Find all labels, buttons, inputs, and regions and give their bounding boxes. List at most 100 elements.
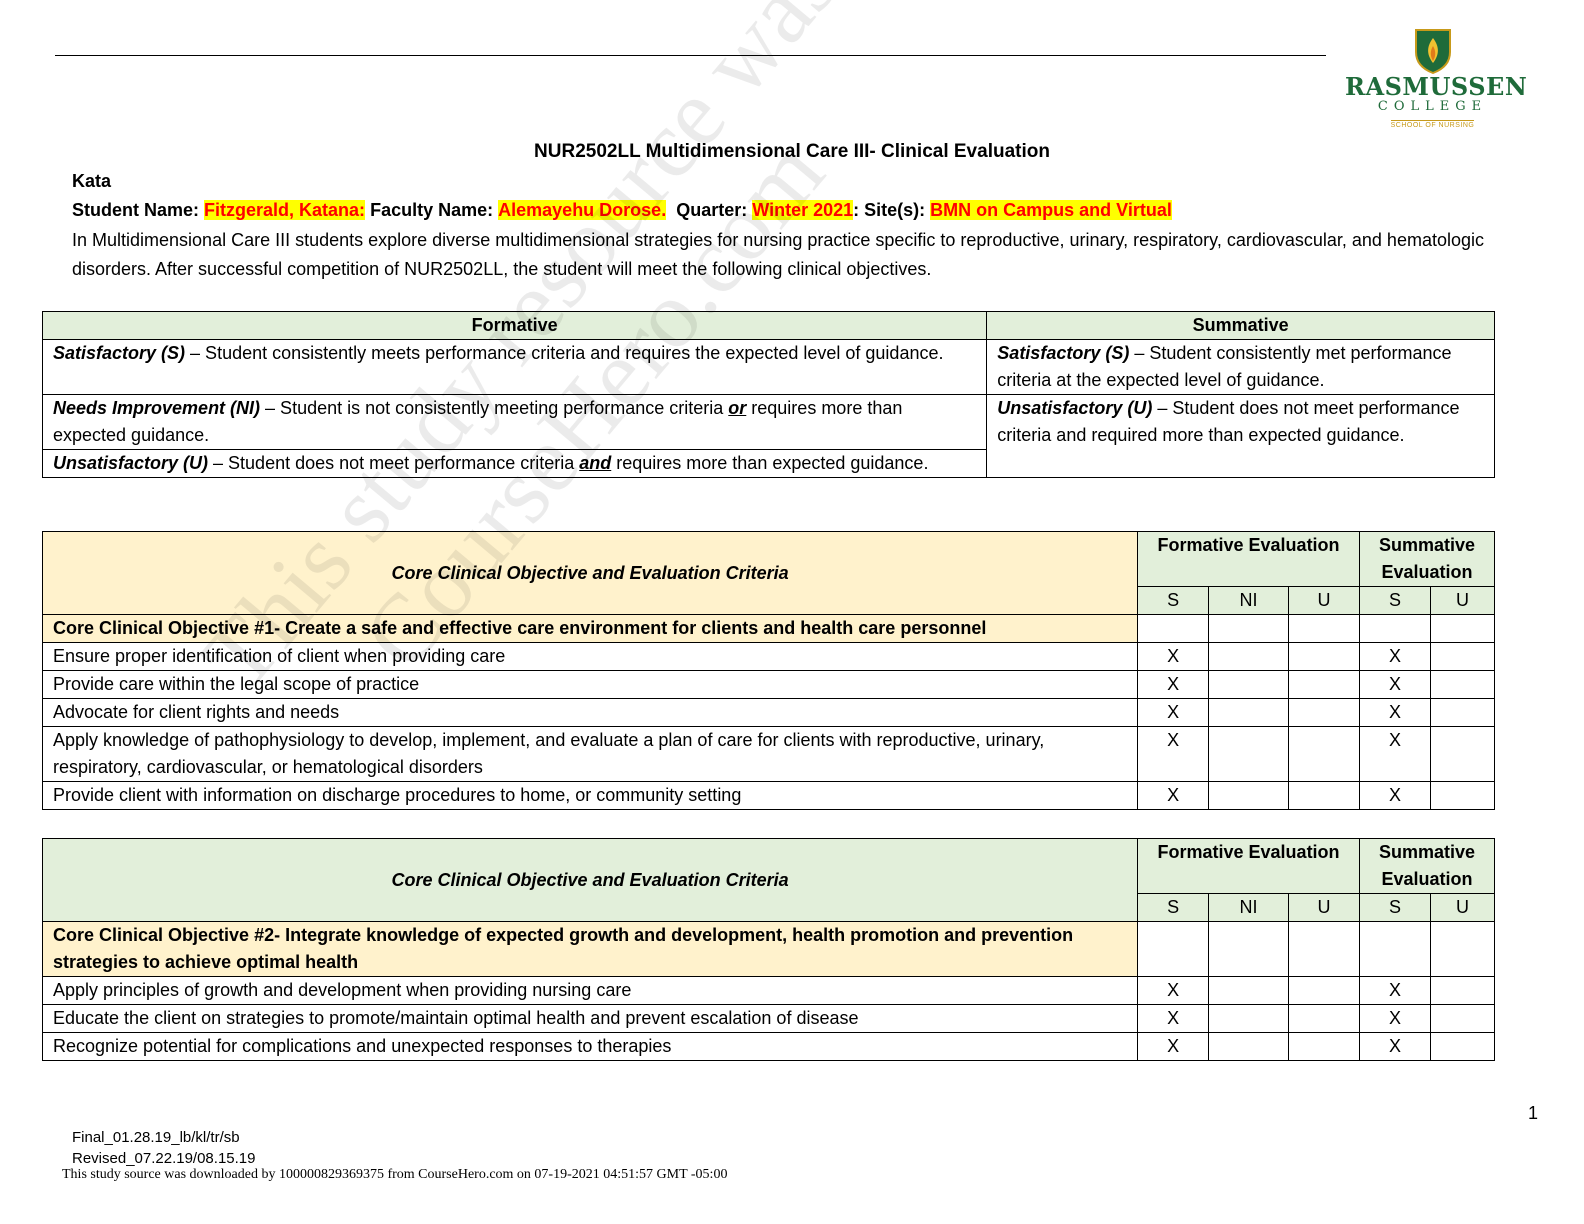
summative-header: Summative bbox=[986, 311, 1495, 340]
mark-formative-ni bbox=[1208, 976, 1290, 1005]
shield-icon bbox=[1414, 29, 1451, 74]
mark-summative-u bbox=[1429, 781, 1496, 810]
mark-summative-s: X bbox=[1358, 781, 1431, 810]
objective-1-title: Core Clinical Objective #1- Create a saf… bbox=[41, 614, 1139, 643]
mark-formative-u bbox=[1288, 1004, 1360, 1033]
col-summative-s: S bbox=[1358, 586, 1431, 615]
table-row: Ensure proper identification of client w… bbox=[41, 642, 1496, 671]
formative-unsatisfactory: Unsatisfactory (U) – Student does not me… bbox=[41, 449, 988, 478]
mark-formative-u bbox=[1288, 1032, 1360, 1061]
table-row: Advocate for client rights and needs X X bbox=[41, 698, 1496, 727]
col-formative-u: U bbox=[1288, 893, 1360, 922]
student-info-line: Student Name: Fitzgerald, Katana: Facult… bbox=[72, 196, 1172, 224]
table-row: Provide client with information on disch… bbox=[41, 781, 1496, 810]
mark-formative-u bbox=[1288, 781, 1360, 810]
mark-formative-u bbox=[1288, 976, 1360, 1005]
col-summative-u: U bbox=[1429, 586, 1496, 615]
grading-legend-table: Formative Summative Satisfactory (S) – S… bbox=[41, 311, 1495, 478]
table-row: Educate the client on strategies to prom… bbox=[41, 1004, 1496, 1033]
revised-version: Revised_07.22.19/08.15.19 bbox=[72, 1150, 256, 1167]
criterion-text: Recognize potential for complications an… bbox=[41, 1032, 1139, 1061]
col-formative-s: S bbox=[1137, 586, 1210, 615]
page-title: NUR2502LL Multidimensional Care III- Cli… bbox=[534, 141, 1050, 162]
formative-header: Formative bbox=[41, 311, 988, 340]
mark-summative-u bbox=[1429, 1004, 1496, 1033]
final-version: Final_01.28.19_lb/kl/tr/sb bbox=[72, 1129, 240, 1146]
summative-satisfactory: Satisfactory (S) – Student consistently … bbox=[986, 339, 1495, 395]
mark-summative-u bbox=[1429, 976, 1496, 1005]
formative-needs-improvement: Needs Improvement (NI) – Student is not … bbox=[41, 394, 988, 450]
summative-evaluation-header: Summative Evaluation bbox=[1358, 531, 1496, 587]
logo-college: COLLEGE bbox=[1377, 99, 1488, 114]
formative-evaluation-header: Formative Evaluation bbox=[1137, 531, 1360, 587]
criterion-text: Ensure proper identification of client w… bbox=[41, 642, 1139, 671]
mark-formative-s: X bbox=[1137, 976, 1210, 1005]
faculty-name-value: Alemayehu Dorose. bbox=[498, 200, 667, 220]
mark-summative-s: X bbox=[1358, 726, 1431, 782]
header-rule bbox=[55, 55, 1326, 56]
logo-name: RASMUSSEN bbox=[1345, 72, 1528, 101]
mark-summative-u bbox=[1429, 670, 1496, 699]
logo-subtitle: SCHOOL OF NURSING bbox=[1390, 120, 1475, 129]
mark-formative-ni bbox=[1208, 642, 1290, 671]
mark-summative-u bbox=[1429, 1032, 1496, 1061]
col-formative-u: U bbox=[1288, 586, 1360, 615]
mark-formative-ni bbox=[1208, 1032, 1290, 1061]
faculty-name-label: Faculty Name: bbox=[370, 200, 494, 220]
criterion-text: Apply principles of growth and developme… bbox=[41, 976, 1139, 1005]
table-row: Provide care within the legal scope of p… bbox=[41, 670, 1496, 699]
download-notice: This study source was downloaded by 1000… bbox=[62, 1167, 728, 1182]
page-number: 1 bbox=[1528, 1103, 1539, 1123]
college-logo: RASMUSSEN COLLEGE SCHOOL OF NURSING bbox=[1345, 28, 1528, 138]
mark-formative-u bbox=[1288, 698, 1360, 727]
criterion-text: Provide client with information on disch… bbox=[41, 781, 1139, 810]
mark-formative-s: X bbox=[1137, 726, 1210, 782]
criterion-text: Provide care within the legal scope of p… bbox=[41, 670, 1139, 699]
mark-formative-ni bbox=[1208, 670, 1290, 699]
quarter-label: Quarter: bbox=[676, 200, 748, 220]
student-name-value: Fitzgerald, Katana: bbox=[204, 200, 366, 220]
mark-formative-ni bbox=[1208, 781, 1290, 810]
site-label: : Site(s): bbox=[853, 200, 926, 220]
mark-formative-u bbox=[1288, 642, 1360, 671]
col-summative-u: U bbox=[1429, 893, 1496, 922]
formative-evaluation-header: Formative Evaluation bbox=[1137, 838, 1360, 894]
mark-summative-u bbox=[1429, 726, 1496, 782]
mark-formative-s: X bbox=[1137, 1032, 1210, 1061]
objective-2-title: Core Clinical Objective #2- Integrate kn… bbox=[41, 921, 1139, 977]
criteria-header: Core Clinical Objective and Evaluation C… bbox=[41, 838, 1139, 922]
objective-1-table: Core Clinical Objective and Evaluation C… bbox=[41, 531, 1496, 810]
mark-formative-s: X bbox=[1137, 698, 1210, 727]
mark-summative-s: X bbox=[1358, 1032, 1431, 1061]
mark-summative-u bbox=[1429, 642, 1496, 671]
mark-summative-s: X bbox=[1358, 670, 1431, 699]
summative-evaluation-header: Summative Evaluation bbox=[1358, 838, 1496, 894]
criteria-header: Core Clinical Objective and Evaluation C… bbox=[41, 531, 1139, 615]
objective-2-table: Core Clinical Objective and Evaluation C… bbox=[41, 838, 1496, 1061]
mark-formative-s: X bbox=[1137, 642, 1210, 671]
kata-label: Kata bbox=[72, 171, 112, 191]
summative-unsatisfactory: Unsatisfactory (U) – Student does not me… bbox=[986, 394, 1495, 478]
mark-summative-s: X bbox=[1358, 976, 1431, 1005]
formative-satisfactory: Satisfactory (S) – Student consistently … bbox=[41, 339, 988, 395]
site-value: BMN on Campus and Virtual bbox=[930, 200, 1172, 220]
student-name-label: Student Name: bbox=[72, 200, 200, 220]
mark-summative-s: X bbox=[1358, 642, 1431, 671]
mark-summative-u bbox=[1429, 698, 1496, 727]
mark-summative-s: X bbox=[1358, 698, 1431, 727]
col-formative-ni: NI bbox=[1208, 893, 1290, 922]
col-formative-ni: NI bbox=[1208, 586, 1290, 615]
mark-formative-u bbox=[1288, 726, 1360, 782]
revision-footer: Final_01.28.19_lb/kl/tr/sb Revised_07.22… bbox=[72, 1127, 255, 1169]
col-formative-s: S bbox=[1137, 893, 1210, 922]
col-summative-s: S bbox=[1358, 893, 1431, 922]
mark-formative-u bbox=[1288, 670, 1360, 699]
table-row: Recognize potential for complications an… bbox=[41, 1032, 1496, 1061]
criterion-text: Educate the client on strategies to prom… bbox=[41, 1004, 1139, 1033]
table-row: Apply knowledge of pathophysiology to de… bbox=[41, 726, 1496, 782]
mark-formative-ni bbox=[1208, 726, 1290, 782]
table-row: Apply principles of growth and developme… bbox=[41, 976, 1496, 1005]
criterion-text: Advocate for client rights and needs bbox=[41, 698, 1139, 727]
criterion-text: Apply knowledge of pathophysiology to de… bbox=[41, 726, 1139, 782]
quarter-value: Winter 2021 bbox=[752, 200, 854, 220]
